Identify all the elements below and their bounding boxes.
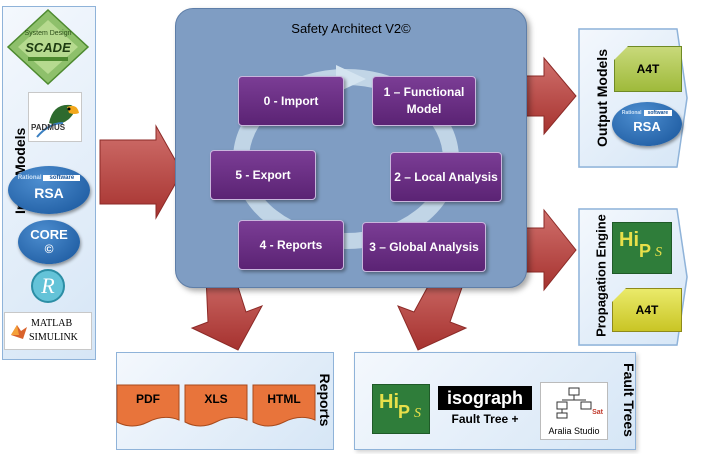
html-label: HTML <box>267 392 301 406</box>
core-text: CORE <box>30 227 68 242</box>
html-report: HTML <box>252 384 316 428</box>
r-logo: R <box>30 268 66 304</box>
xls-report: XLS <box>184 384 248 428</box>
rsa-input-tag: Rational software <box>18 175 81 181</box>
core-logo: CORE © <box>18 220 80 264</box>
simulink-text: SIMULINK <box>29 332 78 343</box>
a4t-output-logo: A4T <box>614 46 682 92</box>
rsa-input-text: RSA <box>34 185 64 201</box>
fault-tree-diagram-icon <box>556 387 592 419</box>
core-copyright: © <box>44 242 54 256</box>
svg-text:R: R <box>40 273 55 298</box>
process-local-analysis: 2 – Local Analysis <box>390 152 502 202</box>
rsa-output-logo: Rational software RSA <box>612 102 682 146</box>
xls-label: XLS <box>204 392 228 406</box>
core-title: Safety Architect V2© <box>291 21 411 36</box>
isograph-logo: isograph <box>438 386 532 410</box>
satt-text: Sat <box>592 409 603 416</box>
html-doc-icon <box>252 384 316 427</box>
hops-faulttree-logo: Hi P S <box>372 384 430 434</box>
process-reports: 4 - Reports <box>238 220 344 270</box>
reports-label: Reports <box>317 373 333 427</box>
output-models-outline <box>578 28 688 168</box>
scade-underline <box>28 57 68 61</box>
padmus-logo: PADMUS <box>28 92 82 142</box>
pdf-label: PDF <box>136 392 160 406</box>
aralia-studio-text: Aralia Studio <box>548 426 600 436</box>
xls-doc-icon <box>184 384 248 427</box>
fault-trees-label: Fault Trees <box>621 363 637 437</box>
padmus-text: PADMUS <box>31 123 66 132</box>
process-export: 5 - Export <box>210 150 316 200</box>
hops-faulttree-c: S <box>414 406 421 421</box>
scade-logo: System Design SCADE <box>6 8 90 86</box>
output-models-label: Output Models <box>594 49 610 147</box>
hops-faulttree-b: P <box>398 402 411 422</box>
aralia-studio-logo: Sat Aralia Studio <box>540 382 608 440</box>
hops-engine-b: P <box>639 241 652 261</box>
process-functional-model: 1 – Functional Model <box>372 76 476 126</box>
process-functional-model-line1: 1 – Functional <box>383 85 465 99</box>
scade-text: SCADE <box>25 40 71 55</box>
matlab-text: MATLAB <box>31 318 73 329</box>
hops-engine-a: Hi <box>619 229 639 251</box>
matlab-membrane-icon <box>11 325 27 339</box>
propagation-engine-outline <box>578 208 688 346</box>
fault-tree-plus-text: Fault Tree + <box>451 412 519 426</box>
hops-engine-c: S <box>655 245 662 260</box>
process-functional-model-line2: Model <box>406 102 442 116</box>
scade-top-text: System Design <box>24 30 72 37</box>
rsa-output-tag: Rational software <box>622 110 673 116</box>
rsa-output-text: RSA <box>633 119 661 134</box>
process-global-analysis: 3 – Global Analysis <box>362 222 486 272</box>
isograph-text: isograph <box>446 388 523 408</box>
propagation-engine-label: Propagation Engine <box>593 214 609 337</box>
process-import: 0 - Import <box>238 76 344 126</box>
toucan-bird-icon <box>36 104 79 138</box>
pdf-doc-icon <box>116 384 180 427</box>
hops-engine-logo: Hi P S <box>612 222 672 274</box>
r-circle-icon: R <box>31 269 65 303</box>
pdf-report: PDF <box>116 384 180 428</box>
a4t-engine-logo: A4T <box>612 288 682 332</box>
rsa-input-logo: Rational software RSA <box>8 166 90 214</box>
hops-faulttree-a: Hi <box>379 391 399 413</box>
arrow-input-to-core <box>99 124 183 220</box>
matlab-simulink-logo: MATLAB SIMULINK <box>4 312 92 350</box>
